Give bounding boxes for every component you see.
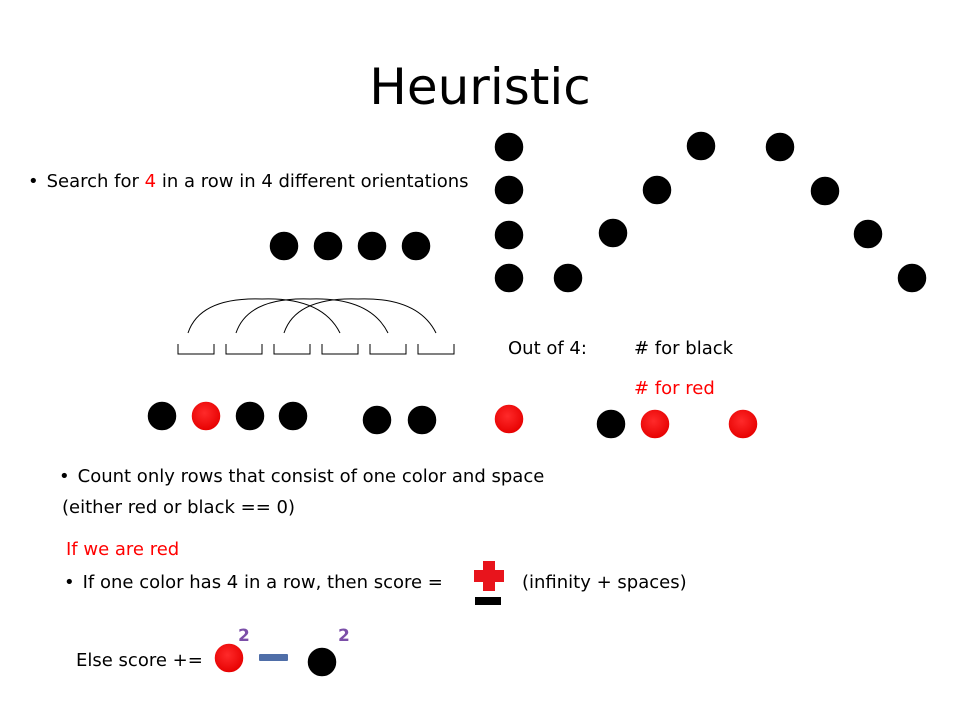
bullet1-highlight: 4 xyxy=(144,171,157,192)
mixed-row-example xyxy=(146,400,309,432)
black-piece xyxy=(493,219,525,251)
black-exponent: 2 xyxy=(338,626,350,646)
bullet-count-rows-continued: (either red or black == 0) xyxy=(62,497,295,518)
black-piece xyxy=(764,131,796,163)
black-piece xyxy=(268,230,300,262)
empty-slot xyxy=(273,344,311,355)
black-piece xyxy=(896,262,928,294)
plus-icon xyxy=(474,561,504,591)
black-piece xyxy=(400,230,432,262)
minus-icon xyxy=(475,597,501,605)
red-exponent: 2 xyxy=(238,626,250,646)
black-piece xyxy=(493,131,525,163)
rising-diagonal-four xyxy=(552,130,717,294)
black-piece xyxy=(685,130,717,162)
black-piece xyxy=(306,646,338,678)
for-black-label: # for black xyxy=(634,338,734,359)
window-arc xyxy=(283,298,437,334)
minus-icon xyxy=(259,654,288,661)
black-piece xyxy=(312,230,344,262)
bullet1-text-end: in a row in 4 different orientations xyxy=(156,171,469,192)
black-piece xyxy=(356,230,388,262)
black-piece xyxy=(493,262,525,294)
red-piece xyxy=(727,408,759,440)
black-piece xyxy=(597,217,629,249)
black-piece xyxy=(361,404,393,436)
empty-slots-row xyxy=(177,344,455,355)
empty-slot xyxy=(225,344,263,355)
plus-minus-symbol xyxy=(474,561,504,605)
single-red-example xyxy=(493,403,525,435)
empty-slot xyxy=(417,344,455,355)
red-piece xyxy=(190,400,222,432)
for-red-label: # for red xyxy=(634,378,715,399)
empty-slot xyxy=(321,344,359,355)
black-piece xyxy=(406,404,438,436)
red-piece xyxy=(213,642,245,674)
bullet1-text-start: Search for xyxy=(46,171,145,192)
black-piece xyxy=(234,400,266,432)
horizontal-four-row xyxy=(268,230,432,262)
window-arc xyxy=(235,298,389,334)
infinity-spaces: (infinity + spaces) xyxy=(522,572,687,593)
falling-diagonal-four xyxy=(764,131,928,294)
bullet-four-in-row: If one color has 4 in a row, then score … xyxy=(64,572,443,593)
black-piece xyxy=(595,408,627,440)
out-of-label: Out of 4: xyxy=(508,338,587,359)
black-piece xyxy=(852,218,884,250)
window-arc xyxy=(187,298,341,334)
else-score-label: Else score += xyxy=(76,650,203,671)
empty-slot xyxy=(369,344,407,355)
vertical-four-column xyxy=(493,131,525,294)
empty-slot xyxy=(177,344,215,355)
black-piece xyxy=(552,262,584,294)
black-piece xyxy=(493,174,525,206)
slide-title: Heuristic xyxy=(369,58,591,116)
black-piece xyxy=(641,174,673,206)
black-piece xyxy=(809,175,841,207)
window-arcs xyxy=(187,298,437,334)
red-piece xyxy=(639,408,671,440)
black-pair-example xyxy=(361,404,438,436)
black-piece xyxy=(277,400,309,432)
if-we-are-red: If we are red xyxy=(66,539,180,560)
black-piece xyxy=(146,400,178,432)
bullet-search-orientations: Search for 4 in a row in 4 different ori… xyxy=(28,171,469,192)
red-black-mix-example xyxy=(595,408,759,440)
red-piece xyxy=(493,403,525,435)
bullet-count-rows: Count only rows that consist of one colo… xyxy=(59,466,545,487)
